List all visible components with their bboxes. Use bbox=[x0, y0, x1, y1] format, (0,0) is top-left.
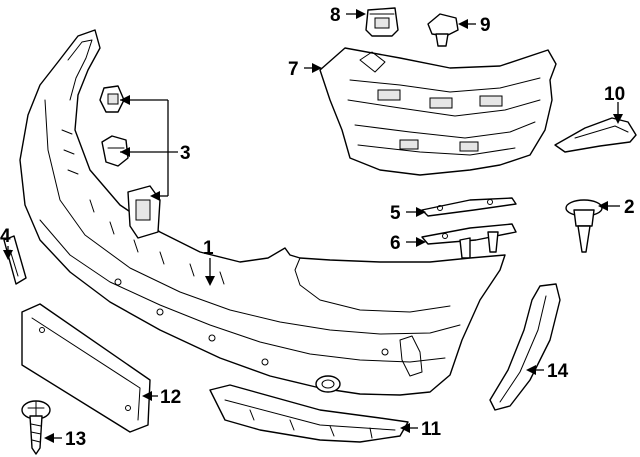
callout-labels: 1 2 3 4 5 6 7 8 9 10 11 12 13 14 bbox=[0, 5, 635, 450]
callout-12: 12 bbox=[160, 387, 181, 408]
part-6-lower-bracket bbox=[421, 223, 517, 259]
callout-9: 9 bbox=[480, 15, 491, 36]
callout-10: 10 bbox=[604, 84, 625, 105]
part-9-push-pin bbox=[427, 13, 459, 47]
callout-4: 4 bbox=[0, 226, 11, 247]
part-1-bumper-cover bbox=[19, 29, 506, 396]
callout-8: 8 bbox=[330, 5, 341, 26]
callout-14: 14 bbox=[547, 361, 569, 382]
part-11-lower-valance bbox=[209, 384, 409, 443]
callout-6: 6 bbox=[390, 233, 401, 254]
part-7-reinforcement-bracket bbox=[319, 47, 557, 176]
callout-3: 3 bbox=[180, 143, 191, 164]
part-8-clip bbox=[365, 7, 399, 37]
part-2-push-rivet bbox=[565, 199, 603, 253]
part-10-trim-molding bbox=[554, 117, 637, 153]
part-12-license-bracket bbox=[21, 303, 151, 433]
callout-7: 7 bbox=[288, 59, 299, 80]
part-13-screw bbox=[21, 400, 51, 455]
leader-lines bbox=[3, 9, 623, 443]
part-4-side-bracket bbox=[3, 235, 27, 285]
callout-5: 5 bbox=[390, 203, 401, 224]
callout-1: 1 bbox=[203, 238, 214, 259]
callout-13: 13 bbox=[65, 429, 86, 450]
part-3-retainer-clips bbox=[99, 85, 161, 239]
part-5-upper-bracket bbox=[421, 197, 517, 217]
part-14-arch-trim bbox=[489, 283, 561, 411]
callout-11: 11 bbox=[421, 419, 442, 440]
callout-2: 2 bbox=[624, 197, 635, 218]
